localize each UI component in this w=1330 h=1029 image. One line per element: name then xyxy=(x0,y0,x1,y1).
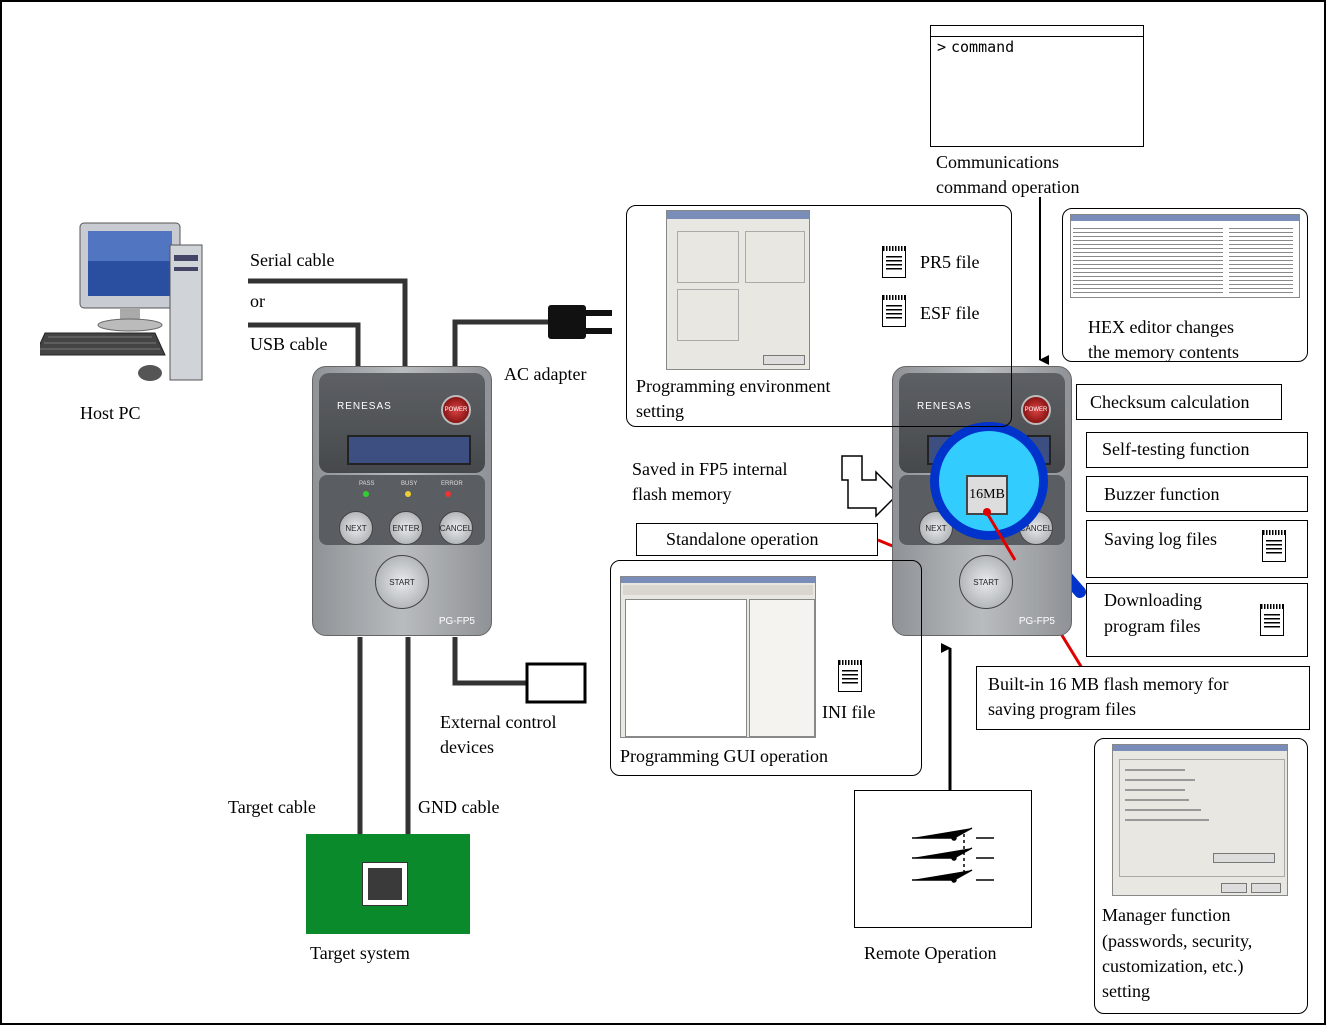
usb-cable-line xyxy=(248,322,361,368)
prompt-chevron: > xyxy=(937,38,947,56)
program-file-icon xyxy=(1260,604,1284,636)
manager-panel xyxy=(1094,738,1308,1014)
self-test-label: Self-testing function xyxy=(1102,439,1250,459)
manager-caption-4: setting xyxy=(1102,981,1150,1001)
ac-adapter-line xyxy=(452,319,548,368)
manager-caption-2: (passwords, security, xyxy=(1102,931,1253,951)
log-file-icon xyxy=(1262,530,1286,562)
power-button[interactable]: POWER xyxy=(441,395,471,425)
programming-env-caption-1: Programming environment xyxy=(636,376,831,396)
target-chip xyxy=(362,862,408,906)
esf-file-icon xyxy=(882,295,906,327)
saving-log-label: Saving log files xyxy=(1104,529,1217,549)
programming-gui-screenshot xyxy=(620,576,816,738)
hex-editor-caption-2: the memory contents xyxy=(1088,342,1239,362)
cancel-button[interactable]: CANCEL xyxy=(439,511,473,545)
programming-env-caption-2: setting xyxy=(636,401,684,421)
command-caption-2: command operation xyxy=(936,177,1080,197)
serial-cable-label: Serial cable xyxy=(250,250,335,270)
pass-led xyxy=(363,491,369,497)
device-lcd xyxy=(347,435,471,465)
led-label-pass: PASS xyxy=(359,481,375,487)
power-button[interactable]: POWER xyxy=(1021,395,1051,425)
programming-gui-panel xyxy=(610,560,922,776)
device-control-panel: PASS BUSY ERROR NEXT ENTER CANCEL xyxy=(319,475,485,545)
busy-led xyxy=(405,491,411,497)
self-test-box xyxy=(1086,432,1308,468)
external-control-line xyxy=(452,637,527,686)
gnd-cable-label: GND cable xyxy=(418,797,500,817)
programming-env-screenshot xyxy=(666,210,810,370)
saved-internal-label-1: Saved in FP5 internal xyxy=(632,459,788,479)
pr5-file-icon xyxy=(882,246,906,278)
ini-file-icon xyxy=(838,660,862,692)
led-label-busy: BUSY xyxy=(401,481,418,487)
command-caption-1: Communications xyxy=(936,152,1059,172)
command-window: > command xyxy=(930,25,1144,147)
esf-file-label: ESF file xyxy=(920,303,980,323)
downloading-label-1: Downloading xyxy=(1104,590,1202,610)
downloading-label-2: program files xyxy=(1104,616,1201,636)
pr5-file-label: PR5 file xyxy=(920,252,980,272)
target-cable-label: Target cable xyxy=(228,797,316,817)
ini-file-label: INI file xyxy=(822,702,876,722)
led-label-error: ERROR xyxy=(441,481,463,487)
remote-switch-box xyxy=(854,790,1032,928)
usb-cable-label: USB cable xyxy=(250,334,328,354)
host-pc-label: Host PC xyxy=(80,403,141,423)
device-logo: RENESAS xyxy=(337,401,392,412)
builtin-flash-label-2: saving program files xyxy=(988,699,1136,719)
external-control-label-2: devices xyxy=(440,737,494,757)
manager-caption-3: customization, etc.) xyxy=(1102,956,1244,976)
saved-block-arrow xyxy=(841,455,900,518)
remote-operation-label: Remote Operation xyxy=(864,943,997,963)
error-led xyxy=(445,491,451,497)
ac-adapter-label: AC adapter xyxy=(504,364,587,384)
hex-editor-panel xyxy=(1062,208,1308,362)
saved-internal-label-2: flash memory xyxy=(632,484,732,504)
manager-caption-1: Manager function xyxy=(1102,905,1231,925)
command-text[interactable]: command xyxy=(951,38,1015,56)
device-logo: RENESAS xyxy=(917,401,972,412)
external-control-device xyxy=(525,662,587,704)
next-button[interactable]: NEXT xyxy=(339,511,373,545)
standalone-box xyxy=(636,523,878,556)
external-control-label-1: External control xyxy=(440,712,557,732)
serial-cable-line xyxy=(248,278,408,368)
target-system-label: Target system xyxy=(310,943,410,963)
flash-chip-label: 16MB xyxy=(969,487,1005,502)
checksum-label: Checksum calculation xyxy=(1090,392,1250,412)
buzzer-box xyxy=(1086,476,1308,512)
target-board xyxy=(306,834,470,934)
hex-editor-screenshot xyxy=(1070,214,1300,298)
or-label: or xyxy=(250,291,265,311)
start-button[interactable]: START xyxy=(375,555,429,609)
checksum-box xyxy=(1076,384,1282,420)
buzzer-label: Buzzer function xyxy=(1104,484,1220,504)
builtin-flash-box xyxy=(976,666,1310,730)
standalone-label: Standalone operation xyxy=(666,529,819,549)
device-top-panel: RENESAS POWER xyxy=(319,373,485,473)
programming-gui-caption: Programming GUI operation xyxy=(620,746,828,766)
remote-switch-icon xyxy=(912,827,994,883)
enter-button[interactable]: ENTER xyxy=(389,511,423,545)
programming-env-panel xyxy=(626,205,1012,427)
host-pc-illustration xyxy=(40,222,203,381)
device-model: PG-FP5 xyxy=(1018,616,1055,627)
manager-screenshot xyxy=(1112,744,1288,896)
hex-editor-caption-1: HEX editor changes xyxy=(1088,317,1234,337)
start-button[interactable]: START xyxy=(959,555,1013,609)
builtin-flash-label-1: Built-in 16 MB flash memory for xyxy=(988,674,1229,694)
pg-fp5-device-left: RENESAS POWER PASS BUSY ERROR NEXT ENTER… xyxy=(312,366,492,636)
device-model: PG-FP5 xyxy=(438,616,475,627)
ac-plug xyxy=(548,305,586,339)
